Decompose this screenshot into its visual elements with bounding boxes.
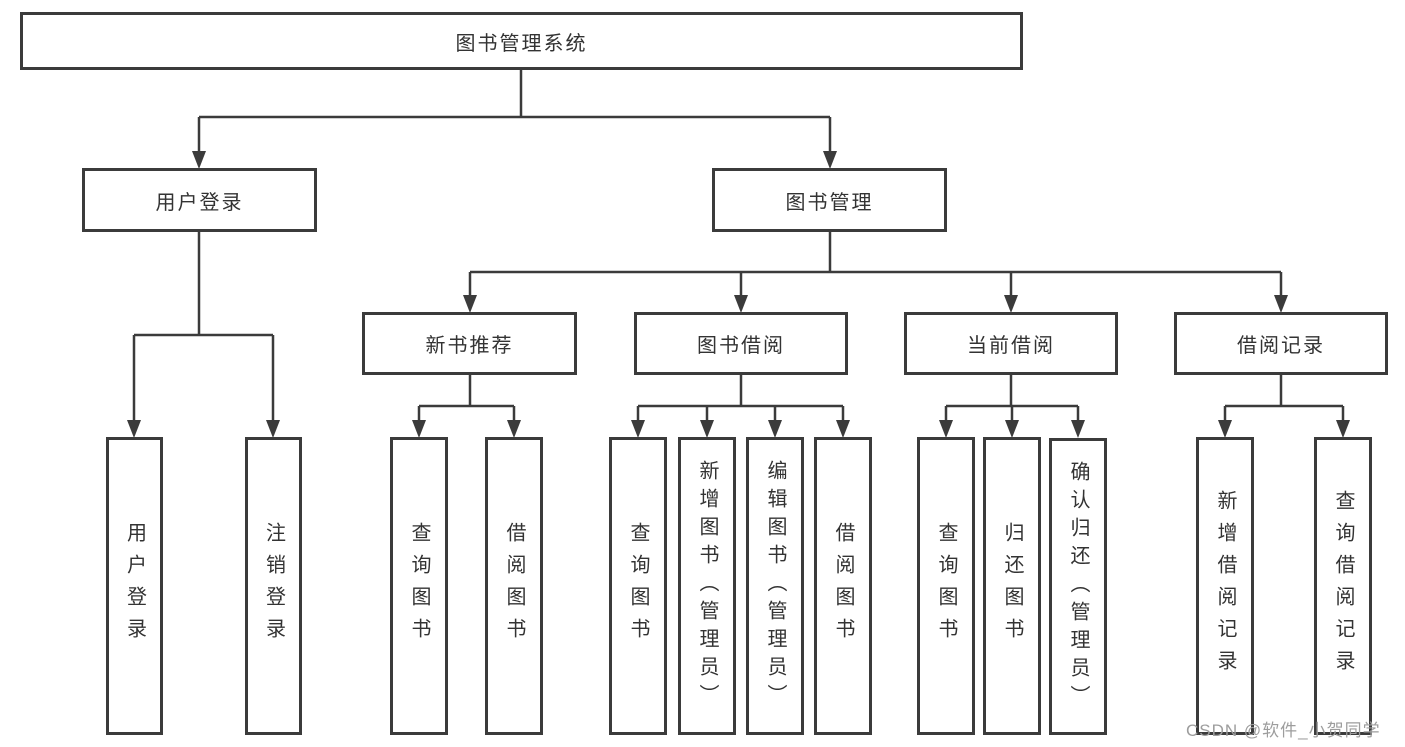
leaf-query-borrow-record: 查询借阅记录 <box>1314 437 1372 735</box>
leaf-add-books-admin: 新增图书（管理员） <box>678 437 736 735</box>
node-book-borrow: 图书借阅 <box>634 312 848 375</box>
leaf-query-books-current-label: 查询图书 <box>935 522 957 650</box>
leaf-borrow-books-recommend: 借阅图书 <box>485 437 543 735</box>
leaf-user-login: 用户登录 <box>106 437 163 735</box>
node-user-login: 用户登录 <box>82 168 317 232</box>
leaf-query-books-current: 查询图书 <box>917 437 975 735</box>
node-library-system: 图书管理系统 <box>20 12 1023 70</box>
edge-arrowheads <box>127 151 1350 438</box>
leaf-return-books-label: 归还图书 <box>1001 522 1023 650</box>
leaf-borrow-books-label: 借阅图书 <box>832 522 854 650</box>
leaf-edit-books-admin: 编辑图书（管理员） <box>746 437 804 735</box>
leaf-query-books-borrow-label: 查询图书 <box>627 522 649 650</box>
leaf-query-books-recommend: 查询图书 <box>390 437 448 735</box>
leaf-borrow-books-recommend-label: 借阅图书 <box>503 522 525 650</box>
leaf-confirm-return-admin-label: 确认归还（管理员） <box>1067 460 1089 713</box>
leaf-return-books: 归还图书 <box>983 437 1041 735</box>
leaf-logout-label: 注销登录 <box>262 522 285 650</box>
leaf-logout: 注销登录 <box>245 437 302 735</box>
leaf-borrow-books: 借阅图书 <box>814 437 872 735</box>
leaf-confirm-return-admin: 确认归还（管理员） <box>1049 438 1107 735</box>
node-borrow-records: 借阅记录 <box>1174 312 1388 375</box>
leaf-user-login-label: 用户登录 <box>123 522 146 650</box>
node-new-book-recommend: 新书推荐 <box>362 312 577 375</box>
node-current-borrow: 当前借阅 <box>904 312 1118 375</box>
node-book-management: 图书管理 <box>712 168 947 232</box>
leaf-query-books-recommend-label: 查询图书 <box>408 522 430 650</box>
leaf-add-books-admin-label: 新增图书（管理员） <box>696 460 718 712</box>
csdn-watermark: CSDN @软件_小贺同学 <box>1186 721 1381 740</box>
leaf-query-borrow-record-label: 查询借阅记录 <box>1332 490 1354 682</box>
leaf-add-borrow-record-label: 新增借阅记录 <box>1214 490 1236 682</box>
leaf-add-borrow-record: 新增借阅记录 <box>1196 437 1254 735</box>
leaf-query-books-borrow: 查询图书 <box>609 437 667 735</box>
leaf-edit-books-admin-label: 编辑图书（管理员） <box>764 460 786 712</box>
edge-lines <box>132 70 1345 422</box>
